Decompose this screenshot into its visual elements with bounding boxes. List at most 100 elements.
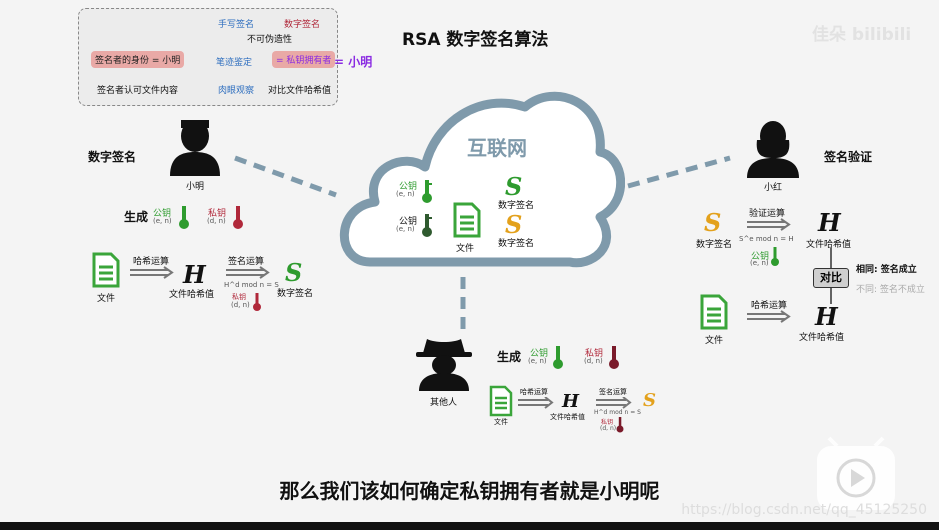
bottom-privkey-icon bbox=[609, 346, 619, 369]
left-sign-privkey-label: 私钥 bbox=[232, 293, 246, 301]
compare-diff-result: 不同: 签名不成立 bbox=[856, 285, 925, 295]
right-verify-formula: S^e mod n = H bbox=[739, 235, 794, 243]
left-hash-symbol: H bbox=[183, 260, 206, 289]
page-title: RSA 数字签名算法 bbox=[402, 30, 549, 50]
right-file-label: 文件 bbox=[705, 336, 724, 346]
left-file-label: 文件 bbox=[97, 294, 116, 304]
right-pubkey-icon bbox=[771, 247, 779, 266]
left-pubkey-label: 公钥 bbox=[153, 209, 172, 219]
compare-badge: 对比 bbox=[813, 268, 849, 288]
left-sign-privkey-math: (d, n) bbox=[231, 301, 250, 309]
cloud-label: 互联网 bbox=[467, 136, 527, 160]
right-hash-symbol-1: H bbox=[818, 208, 841, 237]
left-section-title: 数字签名 bbox=[88, 150, 137, 164]
file-icon bbox=[453, 202, 481, 238]
legend-digital-header: 数字签名 bbox=[284, 20, 321, 30]
left-sign-arrow-icon bbox=[226, 266, 270, 279]
bottom-file-icon bbox=[489, 385, 513, 417]
compare-same-result: 相同: 签名成立 bbox=[856, 265, 917, 275]
bottom-bar bbox=[0, 522, 939, 530]
cloud-sig-label-1: 数字签名 bbox=[498, 201, 535, 211]
person-other-spy-icon bbox=[416, 339, 472, 391]
right-hash-symbol-2: H bbox=[815, 302, 838, 331]
bottom-sign-privkey-math: (d, n) bbox=[600, 425, 617, 432]
right-person-name: 小红 bbox=[764, 183, 783, 193]
cloud-shape bbox=[339, 91, 625, 268]
left-person-name: 小明 bbox=[186, 182, 205, 192]
bottom-sign-op: 签名运算 bbox=[599, 388, 627, 396]
cloud-sig-symbol-2: S bbox=[505, 210, 523, 239]
left-sign-op: 签名运算 bbox=[228, 257, 265, 267]
right-hash-label-1: 文件哈希值 bbox=[806, 240, 852, 250]
cloud-pubkey-math-1: (e, n) bbox=[396, 190, 415, 198]
bottom-file-label: 文件 bbox=[494, 418, 508, 426]
left-privkey-math: (d, n) bbox=[207, 217, 226, 225]
bottom-generate-label: 生成 bbox=[497, 350, 522, 364]
legend-signer-accepts: 签名者认可文件内容 bbox=[97, 86, 179, 96]
right-file-icon bbox=[700, 294, 728, 330]
person-xiaohong-icon bbox=[747, 121, 799, 178]
play-button-icon[interactable] bbox=[815, 436, 897, 512]
bottom-sign-arrow-icon bbox=[596, 397, 632, 409]
left-sign-formula: H^d mod n = S bbox=[224, 281, 279, 289]
right-sig-label: 数字签名 bbox=[696, 240, 733, 250]
bottom-hash-label: 文件哈希值 bbox=[550, 413, 585, 421]
bottom-hash-op: 哈希运算 bbox=[520, 388, 548, 396]
right-section-title: 签名验证 bbox=[824, 150, 873, 164]
left-generate-label: 生成 bbox=[124, 210, 149, 224]
cloud-pubkey-label-1: 公钥 bbox=[399, 182, 418, 192]
right-pubkey-math: (e, n) bbox=[750, 259, 769, 267]
legend-handwriting-check: 笔迹鉴定 bbox=[216, 58, 253, 68]
bottom-hash-arrow-icon bbox=[518, 397, 554, 409]
person-xiaoming-icon bbox=[170, 120, 220, 176]
key-green-icon bbox=[422, 180, 432, 203]
bottom-pubkey-icon bbox=[553, 346, 563, 369]
left-privkey-label: 私钥 bbox=[208, 209, 227, 219]
right-verify-arrow-icon bbox=[747, 218, 791, 231]
legend-unforgeable: 不可伪造性 bbox=[247, 35, 293, 45]
left-hash-label: 文件哈希值 bbox=[169, 290, 215, 300]
bottom-person-name: 其他人 bbox=[430, 398, 458, 408]
cloud-pubkey-label-2: 公钥 bbox=[399, 217, 418, 227]
bottom-hash-symbol: H bbox=[562, 391, 580, 412]
left-hash-arrow-icon bbox=[130, 266, 174, 279]
left-pubkey-math: (e, n) bbox=[153, 217, 172, 225]
right-verify-op: 验证运算 bbox=[749, 209, 786, 219]
left-hash-op: 哈希运算 bbox=[133, 257, 170, 267]
cloud-sig-symbol-1: S bbox=[505, 172, 523, 201]
bottom-sign-formula: H^d mod n = S bbox=[594, 409, 641, 416]
right-pubkey-label: 公钥 bbox=[751, 252, 770, 262]
legend-equals-xiaoming: = 小明 bbox=[334, 55, 373, 69]
right-hash-arrow-icon bbox=[747, 310, 791, 323]
bottom-sign-privkey-icon bbox=[616, 417, 624, 433]
cloud-pubkey-math-2: (e, n) bbox=[396, 225, 415, 233]
legend-privkey-owner: = 私钥拥有者 bbox=[272, 51, 336, 68]
cloud-sig-label-2: 数字签名 bbox=[498, 239, 535, 249]
left-pubkey-icon bbox=[179, 206, 189, 229]
watermark-text: https://blog.csdn.net/qq_45125250 bbox=[681, 502, 927, 518]
legend-signer-identity: 签名者的身份 = 小明 bbox=[91, 51, 185, 68]
right-sig-symbol: S bbox=[704, 208, 722, 237]
bottom-sig-symbol: S bbox=[643, 390, 656, 411]
legend-visual-check: 肉眼观察 bbox=[218, 86, 255, 96]
video-subtitle: 那么我们该如何确定私钥拥有者就是小明呢 bbox=[279, 479, 660, 503]
key-darkgreen-icon bbox=[422, 214, 432, 237]
bilibili-logo: 佳朵 bilibili bbox=[812, 25, 912, 45]
bottom-sign-privkey-label: 私钥 bbox=[601, 419, 614, 426]
left-file-icon bbox=[92, 252, 120, 288]
right-hash-op: 哈希运算 bbox=[751, 301, 788, 311]
bottom-privkey-label: 私钥 bbox=[585, 349, 604, 359]
left-privkey-icon bbox=[233, 206, 243, 229]
bottom-privkey-math: (d, n) bbox=[584, 357, 603, 365]
legend-handwritten-header: 手写签名 bbox=[218, 20, 255, 30]
left-sign-privkey-icon bbox=[253, 293, 261, 311]
bottom-pubkey-label: 公钥 bbox=[530, 349, 549, 359]
legend-compare-hash: 对比文件哈希值 bbox=[268, 86, 332, 96]
cloud-file-label: 文件 bbox=[456, 244, 475, 254]
left-sig-symbol: S bbox=[285, 258, 303, 287]
right-hash-label-2: 文件哈希值 bbox=[799, 333, 845, 343]
bottom-pubkey-math: (e, n) bbox=[528, 357, 547, 365]
left-sig-label: 数字签名 bbox=[277, 289, 314, 299]
